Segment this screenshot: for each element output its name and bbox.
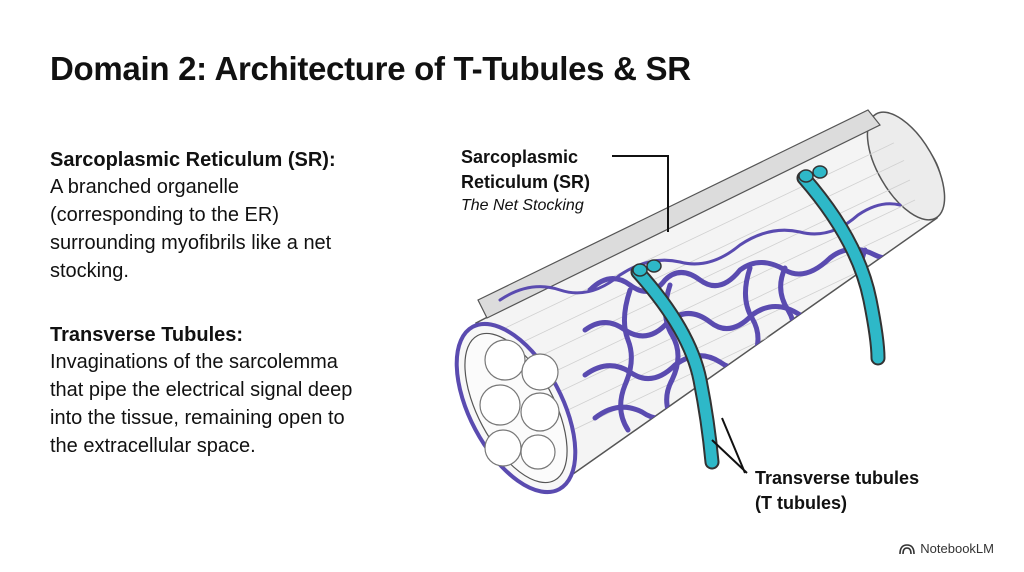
tt-text-line: Invaginations of the sarcolemma (50, 351, 338, 373)
sr-label-subtitle: The Net Stocking (461, 197, 584, 214)
tt-text-line: that pipe the electrical signal deep (50, 379, 353, 401)
tt-section: Transverse Tubules: Invaginations of the… (50, 322, 430, 460)
sr-heading: Sarcoplasmic Reticulum (SR): (50, 149, 336, 171)
notebooklm-logo-icon (899, 543, 916, 554)
sr-label-line1: Sarcoplasmic (461, 147, 579, 167)
sr-text-line: (corresponding to the ER) (50, 204, 280, 226)
page-title: Domain 2: Architecture of T-Tubules & SR (50, 50, 691, 87)
sr-text-line: surrounding myofibrils like a net (50, 232, 332, 254)
muscle-fiber-diagram (454, 109, 946, 495)
sr-top-edge (498, 202, 902, 302)
sr-leader-line (612, 155, 669, 232)
t-tubule-ring-2 (796, 165, 886, 366)
t-tubule-ring-1 (630, 259, 720, 470)
tt-heading: Transverse Tubules: (50, 324, 244, 346)
sr-text-line: A branched organelle (50, 176, 240, 198)
sr-section: Sarcoplasmic Reticulum (SR): A branched … (50, 147, 430, 285)
tt-label-line2: (T tubules) (755, 493, 847, 513)
sr-label-line2: Reticulum (SR) (461, 172, 591, 192)
brand-text: NotebookLM (920, 541, 994, 556)
tt-leader-line (711, 417, 748, 474)
sarcolemma-band (477, 109, 881, 319)
fiber-far-end (866, 111, 946, 221)
tt-text-line: the extracellular space. (50, 435, 256, 457)
sr-callout-label: Sarcoplasmic Reticulum (SR) The Net Stoc… (461, 145, 590, 217)
notebooklm-branding: NotebookLM (899, 541, 994, 556)
fiber-cross-section (454, 321, 578, 495)
tt-text-line: into the tissue, remaining open to (50, 407, 345, 429)
tt-callout-label: Transverse tubules (T tubules) (755, 466, 919, 516)
sr-text-line: stocking. (50, 260, 129, 282)
tt-label-line1: Transverse tubules (755, 468, 920, 488)
